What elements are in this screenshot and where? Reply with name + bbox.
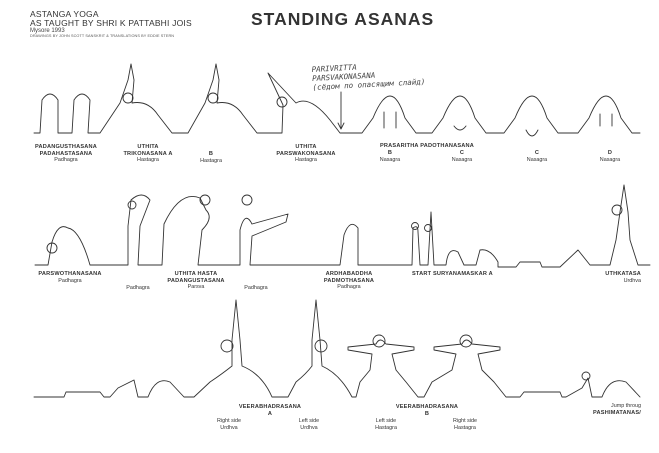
figure-head [372,334,386,348]
asana-label: B Hastagra [200,151,222,164]
asana-label: Right side Urdhva [217,418,241,431]
asana-label: B Nasagra [379,150,401,163]
asana-label: UTHITA HASTA PADANGUSTASANA Parsva [167,271,225,291]
figure-head [207,92,219,104]
arrow-icon [337,91,345,130]
figure-head [46,242,58,254]
asana-label: Padhagra [126,285,150,291]
row-1-line [33,63,641,134]
page-title: STANDING ASANAS [251,9,435,29]
row-1-figures [33,63,641,137]
header-line-4: DRAWINGS BY JOHN SCOTT SANSKRIT & TRANSL… [30,34,175,39]
asana-label: Left side Hastagra [375,418,397,431]
asana-label-prasaritha: PRASARITHA PADOTHANASANA [380,143,474,149]
figure-head [424,224,432,232]
asana-label: C Nasagra [451,150,473,163]
figure-head [276,96,288,108]
figure-head [122,92,134,104]
asana-label: Left side Urdhva [298,418,320,431]
row-2-figures [34,184,651,268]
asana-label: PARSWOTHANASANA Padhagra [38,271,102,284]
asana-label: Padhagra [244,285,268,291]
asana-label-suryanamaskar: START SURYANAMASKAR A [412,271,493,277]
header-line-2: AS TAUGHT BY SHRI K PATTABHI JOIS [30,17,192,28]
asana-label: UTHITA PARSWAKONASANA Hastagra [276,144,336,164]
asana-label: UTHITA TRIKONASANA A Hastagra [123,144,173,164]
asana-label: VEERABHADRASANA A [238,404,302,417]
asana-label: C Nasagra [526,150,548,163]
figure-head [127,200,137,210]
asana-label: D Nasagra [599,150,621,163]
figure-head [581,371,591,381]
figure-head [411,222,419,230]
header-block: ASTANGA YOGA AS TAUGHT BY SHRI K PATTABH… [30,9,192,39]
asana-label: UTHKATASA Urdhva [605,271,641,284]
figure-head [220,339,234,353]
figure-head [241,194,253,206]
asana-label: ARDHABADDHA PADMOTHASANA Padhagra [323,271,375,291]
row-3-figures [33,299,641,398]
figure-head [314,339,328,353]
header-line-1: ASTANGA YOGA [30,9,99,19]
figure-head [199,194,211,206]
asana-label: Right side Hastagra [453,418,477,431]
row-3-line [33,299,641,398]
asana-label: VEERABHADRASANA B [395,404,459,417]
figure-head [611,204,623,216]
asana-label: Jump throug PASHIMATANAS/ [593,403,641,416]
asana-label: PADANGUSTHASANA PADAHASTASANA Padhagra [35,144,97,164]
header-line-3: Mysore 1993 [30,27,65,34]
row-2-line [34,184,651,268]
figure-head [459,334,473,348]
